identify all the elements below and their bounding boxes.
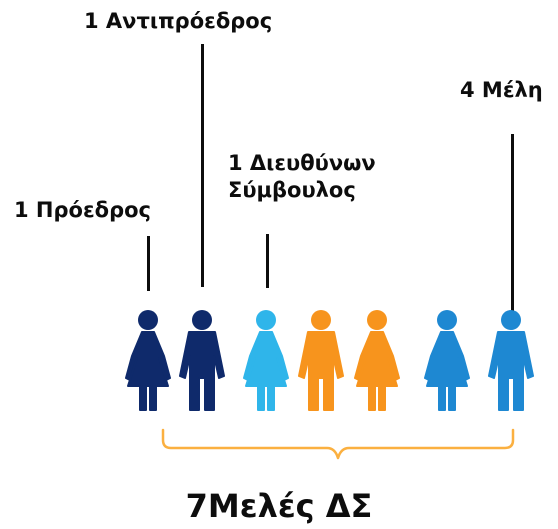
person-head bbox=[501, 310, 521, 330]
person-head bbox=[437, 310, 457, 330]
president-pointer-line bbox=[147, 236, 150, 291]
female-person-icon bbox=[424, 310, 470, 411]
members-pointer-line bbox=[511, 134, 514, 312]
board-bracket bbox=[161, 428, 515, 460]
person-body bbox=[298, 331, 344, 411]
person-body bbox=[354, 331, 400, 411]
person-body bbox=[424, 331, 470, 411]
female-person-icon bbox=[243, 310, 289, 411]
ceo-label-line: 1 Διευθύνων bbox=[228, 151, 376, 175]
male-person-icon bbox=[179, 310, 225, 411]
ceo-label-line: Σύμβουλος bbox=[228, 178, 356, 202]
board-members-figures bbox=[125, 310, 534, 411]
person-body bbox=[125, 331, 171, 411]
person-body bbox=[488, 331, 534, 411]
ceo-pointer-line bbox=[266, 234, 269, 288]
board-size-caption: 7Μελές ΔΣ bbox=[185, 487, 373, 525]
president-label: 1 Πρόεδρος bbox=[14, 198, 151, 222]
person-body bbox=[243, 331, 289, 411]
person-body bbox=[179, 331, 225, 411]
male-person-icon bbox=[488, 310, 534, 411]
female-person-icon bbox=[354, 310, 400, 411]
person-head bbox=[311, 310, 331, 330]
bracket-curve bbox=[161, 428, 515, 460]
members-label: 4 Μέλη bbox=[460, 78, 543, 102]
person-head bbox=[138, 310, 158, 330]
female-person-icon bbox=[125, 310, 171, 411]
male-person-icon bbox=[298, 310, 344, 411]
person-head bbox=[192, 310, 212, 330]
vice-president-pointer-line bbox=[201, 44, 204, 287]
person-head bbox=[256, 310, 276, 330]
person-head bbox=[367, 310, 387, 330]
vice-president-label: 1 Αντιπρόεδρος bbox=[84, 9, 273, 33]
